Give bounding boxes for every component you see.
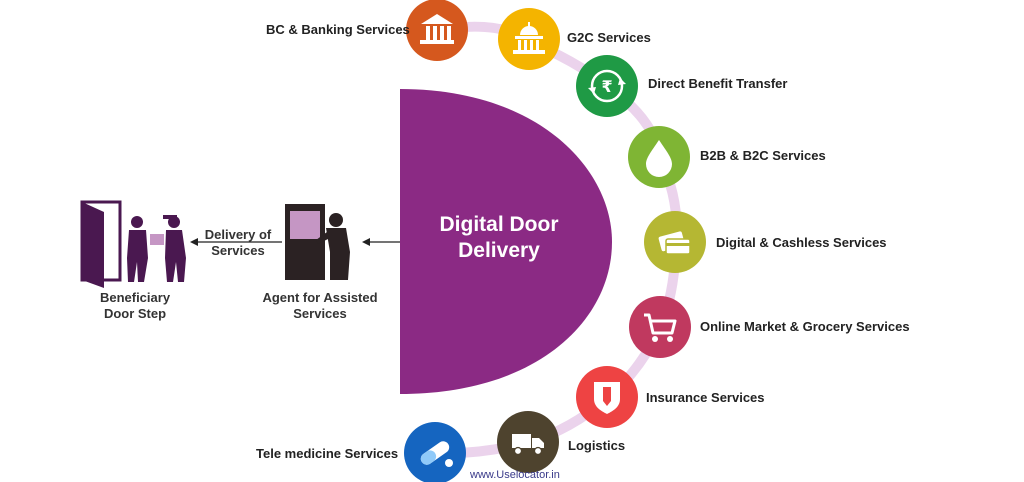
- service-label: Tele medicine Services: [256, 446, 399, 461]
- agent-caption: Agent for Assisted Services: [250, 290, 390, 322]
- service-label: G2C Services: [567, 30, 651, 45]
- delivery-label-line1: Delivery of: [204, 227, 272, 242]
- service-label: Online Market & Grocery Services: [700, 319, 910, 334]
- beneficiary-caption: Beneficiary Door Step: [80, 290, 190, 322]
- service-node: [629, 296, 691, 358]
- service-node: [576, 366, 638, 428]
- service-node: [498, 8, 560, 70]
- delivery-label-line2: Services: [211, 243, 265, 258]
- beneficiary-caption-line1: Beneficiary: [99, 290, 171, 305]
- footer-site: www.Uselocator.in: [470, 469, 560, 481]
- arrow-agent-to-beneficiary: [190, 238, 282, 246]
- agent-caption-line2: Services: [293, 306, 347, 321]
- government-building-icon: [513, 22, 545, 54]
- service-node: [406, 0, 468, 61]
- service-label: B2B & B2C Services: [700, 148, 826, 163]
- service-node: ₹: [576, 55, 638, 117]
- delivery-label: Delivery of Services: [196, 227, 280, 259]
- rupee-transfer-icon: ₹: [588, 69, 626, 103]
- drop-icon: [646, 140, 672, 177]
- hub-title-line1: Digital Door: [439, 213, 559, 236]
- service-node: [644, 211, 706, 273]
- service-node: [628, 126, 690, 188]
- beneficiary-door-icon: [80, 200, 186, 288]
- hub-half-disc: [400, 89, 612, 394]
- service-label: Digital & Cashless Services: [716, 235, 887, 250]
- shield-icon: [594, 382, 620, 414]
- service-label: BC & Banking Services: [266, 22, 410, 37]
- service-label: Insurance Services: [646, 390, 765, 405]
- svg-text:₹: ₹: [601, 77, 612, 96]
- cards-icon: [658, 231, 691, 255]
- service-node: [497, 411, 559, 473]
- truck-icon: [512, 434, 544, 456]
- hub-title: Digital Door Delivery: [418, 212, 580, 264]
- service-node: [404, 422, 466, 482]
- service-node-circle: [576, 55, 638, 117]
- service-node-circle: [629, 296, 691, 358]
- service-label: Direct Benefit Transfer: [648, 76, 788, 91]
- agent-caption-line1: Agent for Assisted: [262, 290, 378, 305]
- beneficiary-caption-line2: Door Step: [103, 306, 167, 321]
- shopping-cart-icon: [644, 313, 677, 342]
- service-label: Logistics: [568, 438, 626, 453]
- hub-title-line2: Delivery: [458, 239, 540, 262]
- service-nodes: ₹: [404, 0, 706, 482]
- agent-icon: [285, 204, 350, 280]
- capsule-icon: [420, 441, 453, 467]
- arrow-hub-to-agent: [362, 238, 400, 246]
- bank-icon: [420, 14, 454, 44]
